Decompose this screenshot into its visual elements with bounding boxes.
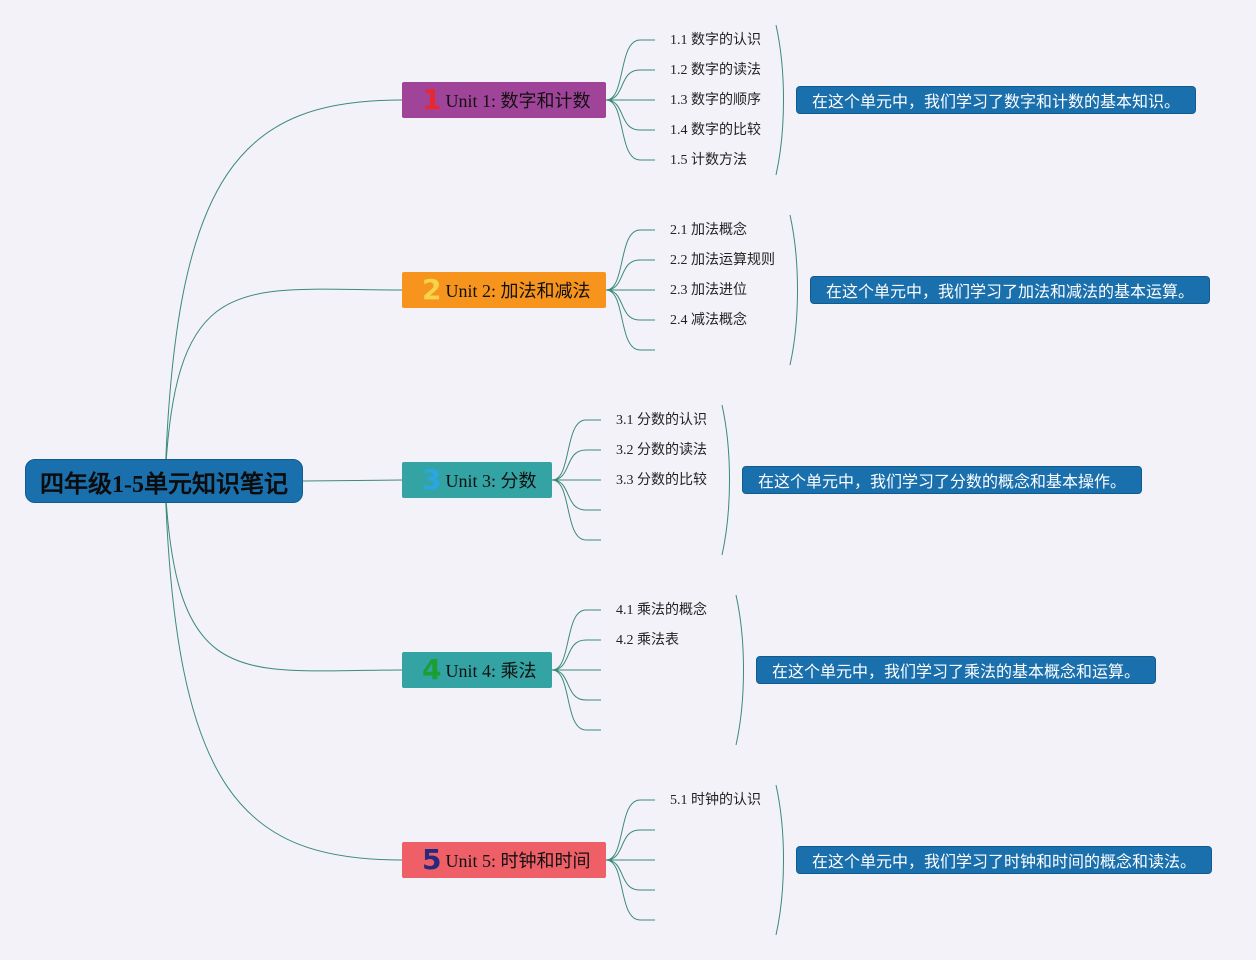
topic-4-2[interactable]: 4.2 乘法表 [616,633,679,648]
unit-2-summary-bracket [789,214,798,366]
unit-3-node[interactable]: 3 Unit 3: 分数 [402,462,552,498]
unit-3-summary-bracket [721,404,730,556]
unit-4-summary[interactable]: 在这个单元中，我们学习了乘法的基本概念和运算。 [756,656,1156,684]
topic-1-5[interactable]: 1.5 计数方法 [670,153,747,168]
unit-5-branch-2 [605,829,655,861]
unit-2-branch-1 [605,229,655,291]
unit-2-node[interactable]: 2 Unit 2: 加法和减法 [402,272,606,308]
unit-5-number-icon: 5 [422,843,442,876]
topic-3-2[interactable]: 3.2 分数的读法 [616,443,707,458]
root-topic[interactable]: 四年级1-5单元知识笔记 [25,459,303,503]
unit-1-node[interactable]: 1 Unit 1: 数字和计数 [402,82,606,118]
unit-3-branch-5 [551,479,601,541]
unit-5-summary-bracket [775,784,784,936]
unit-4-number-icon: 4 [422,653,442,686]
unit-3-label: Unit 3: 分数 [445,471,537,491]
unit-2-branch-4 [605,289,655,321]
topic-3-1[interactable]: 3.1 分数的认识 [616,413,707,428]
topic-2-2[interactable]: 2.2 加法运算规则 [670,253,775,268]
unit-4-branch-5 [551,669,601,731]
topic-2-1[interactable]: 2.1 加法概念 [670,223,747,238]
unit-2-branch-2 [605,259,655,291]
topic-4-1[interactable]: 4.1 乘法的概念 [616,603,707,618]
unit-2-summary[interactable]: 在这个单元中，我们学习了加法和减法的基本运算。 [810,276,1210,304]
unit-5-branch-1 [605,799,655,861]
topic-1-3[interactable]: 1.3 数字的顺序 [670,93,761,108]
topic-2-4[interactable]: 2.4 减法概念 [670,313,747,328]
unit-5-summary[interactable]: 在这个单元中，我们学习了时钟和时间的概念和读法。 [796,846,1212,874]
unit-4-summary-bracket [735,594,744,746]
unit-1-branch-4 [605,99,655,131]
unit-4-branch-4 [551,669,601,701]
unit-5-label: Unit 5: 时钟和时间 [445,851,591,871]
root-to-unit-4-line [164,480,403,672]
unit-3-branch-1 [551,419,601,481]
root-to-unit-2-line [164,288,403,482]
unit-3-summary[interactable]: 在这个单元中，我们学习了分数的概念和基本操作。 [742,466,1142,494]
topic-1-2[interactable]: 1.2 数字的读法 [670,63,761,78]
unit-1-label: Unit 1: 数字和计数 [445,91,591,111]
unit-2-number-icon: 2 [422,273,442,306]
unit-1-branch-5 [605,99,655,161]
topic-2-3[interactable]: 2.3 加法进位 [670,283,747,298]
topic-5-1[interactable]: 5.1 时钟的认识 [670,793,761,808]
unit-4-branch-1 [551,609,601,671]
unit-3-number-icon: 3 [422,463,442,496]
root-title: 四年级1-5单元知识笔记 [40,471,288,498]
unit-5-node[interactable]: 5 Unit 5: 时钟和时间 [402,842,606,878]
unit-5-branch-5 [605,859,655,921]
unit-1-branch-2 [605,69,655,101]
unit-1-summary[interactable]: 在这个单元中，我们学习了数字和计数的基本知识。 [796,86,1196,114]
unit-1-summary-bracket [775,24,784,176]
unit-4-node[interactable]: 4 Unit 4: 乘法 [402,652,552,688]
unit-1-branch-1 [605,39,655,101]
topic-3-3[interactable]: 3.3 分数的比较 [616,473,707,488]
unit-4-branch-2 [551,639,601,671]
unit-2-branch-5 [605,289,655,351]
unit-5-branch-4 [605,859,655,891]
root-to-unit-5-line [164,480,403,861]
topic-1-1[interactable]: 1.1 数字的认识 [670,33,761,48]
unit-4-label: Unit 4: 乘法 [445,661,537,681]
unit-3-branch-4 [551,479,601,511]
unit-2-label: Unit 2: 加法和减法 [445,281,591,301]
topic-1-4[interactable]: 1.4 数字的比较 [670,123,761,138]
root-to-unit-3-line [302,479,403,482]
unit-3-branch-2 [551,449,601,481]
unit-1-number-icon: 1 [422,83,442,116]
root-to-unit-1-line [164,99,403,482]
